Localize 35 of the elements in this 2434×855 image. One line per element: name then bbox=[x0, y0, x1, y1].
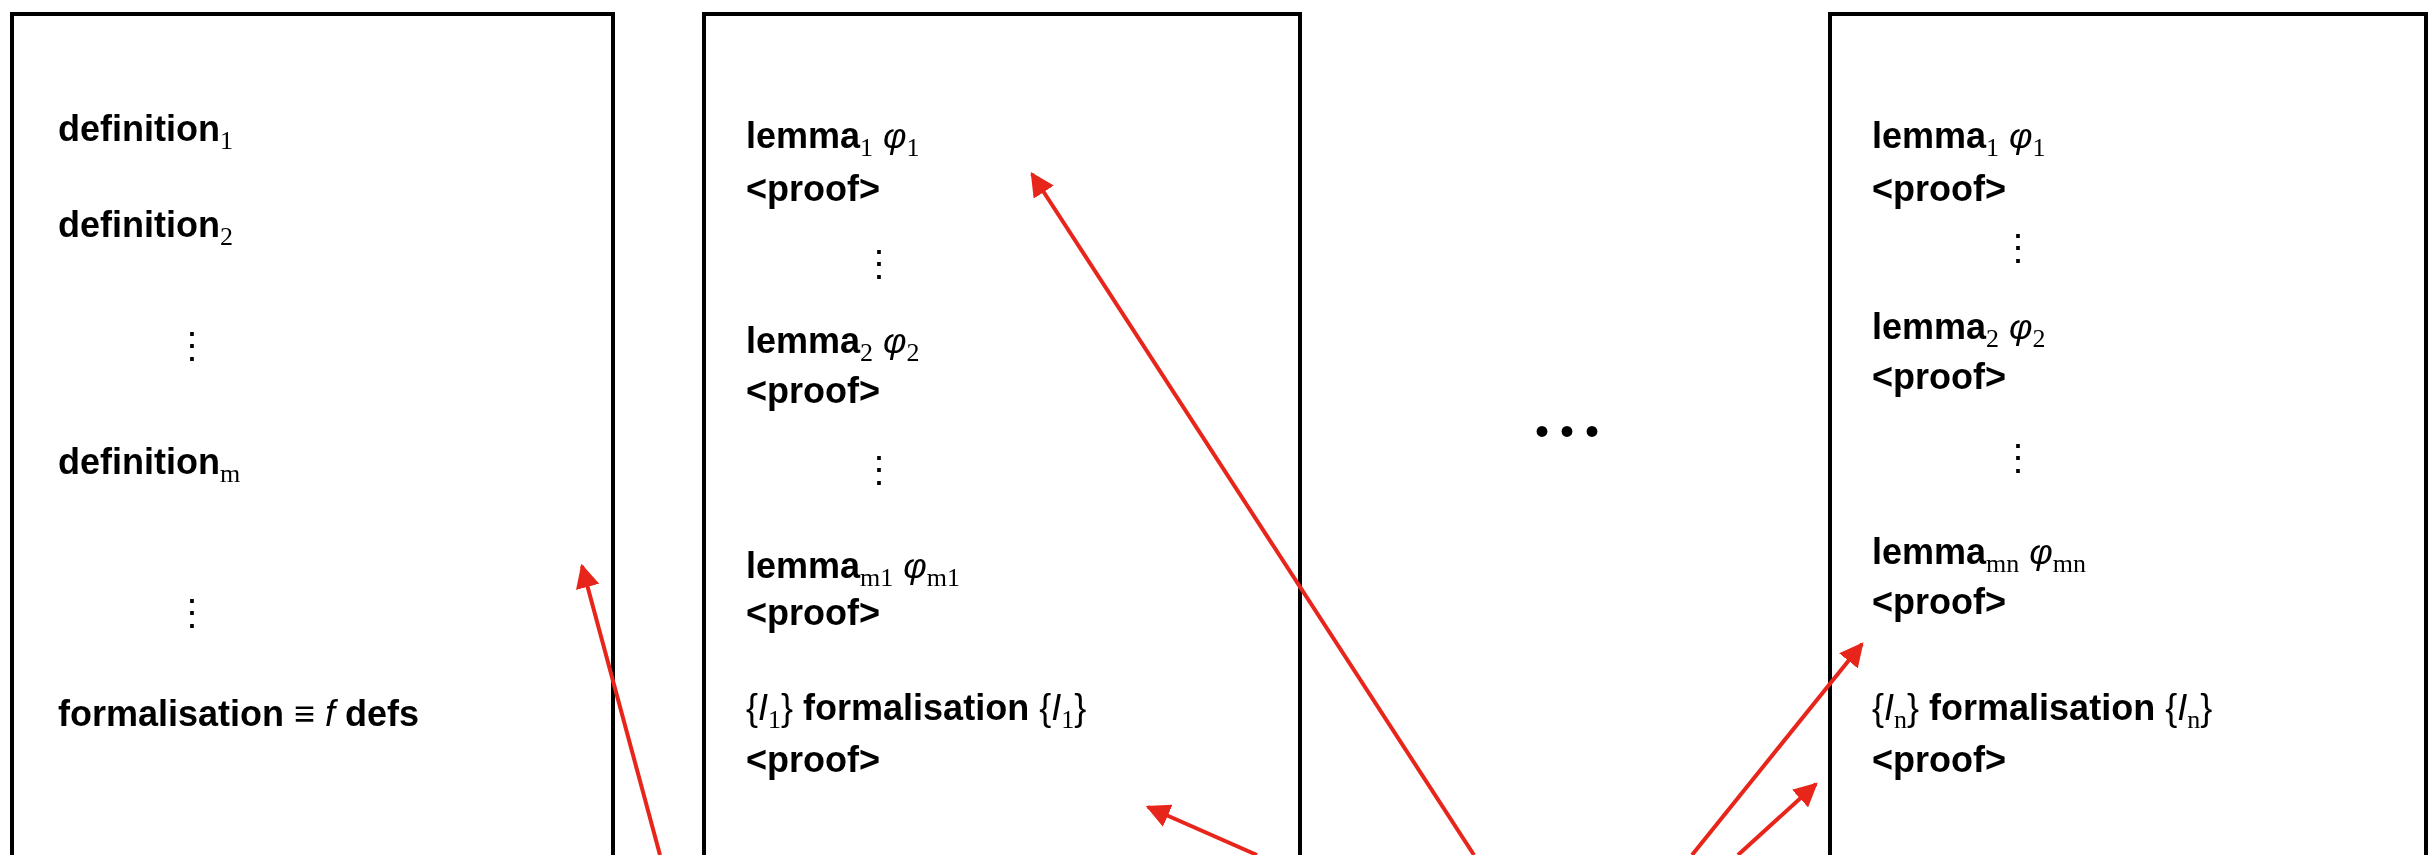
formula-text: {I$_{n}$} formalisation {I$_{n}$} bbox=[1872, 687, 2213, 735]
ellipsis-mark: ⋮ bbox=[861, 450, 897, 490]
heading-text: lemma$_{2}$ φ$_{2}$ bbox=[1872, 306, 2046, 354]
heading-text: lemma$_{2}$ φ$_{2}$ bbox=[746, 320, 920, 368]
proof-text: <proof> bbox=[1872, 357, 2006, 397]
heading-text: lemma$_{1}$ φ$_{1}$ bbox=[746, 115, 920, 163]
formula-text: formalisation ≡ f defs bbox=[58, 694, 420, 734]
heading-text: definition$_{m}$ bbox=[58, 441, 241, 489]
proof-text: <proof> bbox=[1872, 582, 2006, 622]
proof-text: <proof> bbox=[1872, 740, 2006, 780]
proof-text: <proof> bbox=[746, 371, 880, 411]
ellipsis-mark: ⋮ bbox=[174, 593, 210, 633]
panel-box bbox=[1828, 12, 2428, 855]
formula-text: {I$_{1}$} formalisation {I$_{1}$} bbox=[746, 687, 1087, 735]
arrow bbox=[1030, 172, 1476, 855]
panel-box bbox=[10, 12, 615, 855]
proof-text: <proof> bbox=[746, 740, 880, 780]
heading-text: definition$_{2}$ bbox=[58, 204, 233, 252]
ellipsis-mark: ⋮ bbox=[2000, 438, 2036, 478]
heading-text: lemma$_{m1}$ φ$_{m1}$ bbox=[746, 545, 961, 593]
ellipsis-mark: ⋮ bbox=[174, 326, 210, 366]
ellipsis-mark: • • • bbox=[1534, 408, 1600, 454]
arrow bbox=[576, 563, 662, 855]
ellipsis-mark: ⋮ bbox=[861, 244, 897, 284]
arrow bbox=[1736, 782, 1818, 855]
panel-box bbox=[702, 12, 1302, 855]
proof-text: <proof> bbox=[1872, 169, 2006, 209]
proof-text: <proof> bbox=[746, 169, 880, 209]
arrow bbox=[1145, 804, 1258, 855]
heading-text: definition$_{1}$ bbox=[58, 108, 233, 156]
ellipsis-mark: ⋮ bbox=[2000, 228, 2036, 268]
heading-text: lemma$_{mn}$ φ$_{mn}$ bbox=[1872, 531, 2087, 579]
proof-text: <proof> bbox=[746, 593, 880, 633]
arrow bbox=[1690, 642, 1864, 855]
heading-text: lemma$_{1}$ φ$_{1}$ bbox=[1872, 115, 2046, 163]
